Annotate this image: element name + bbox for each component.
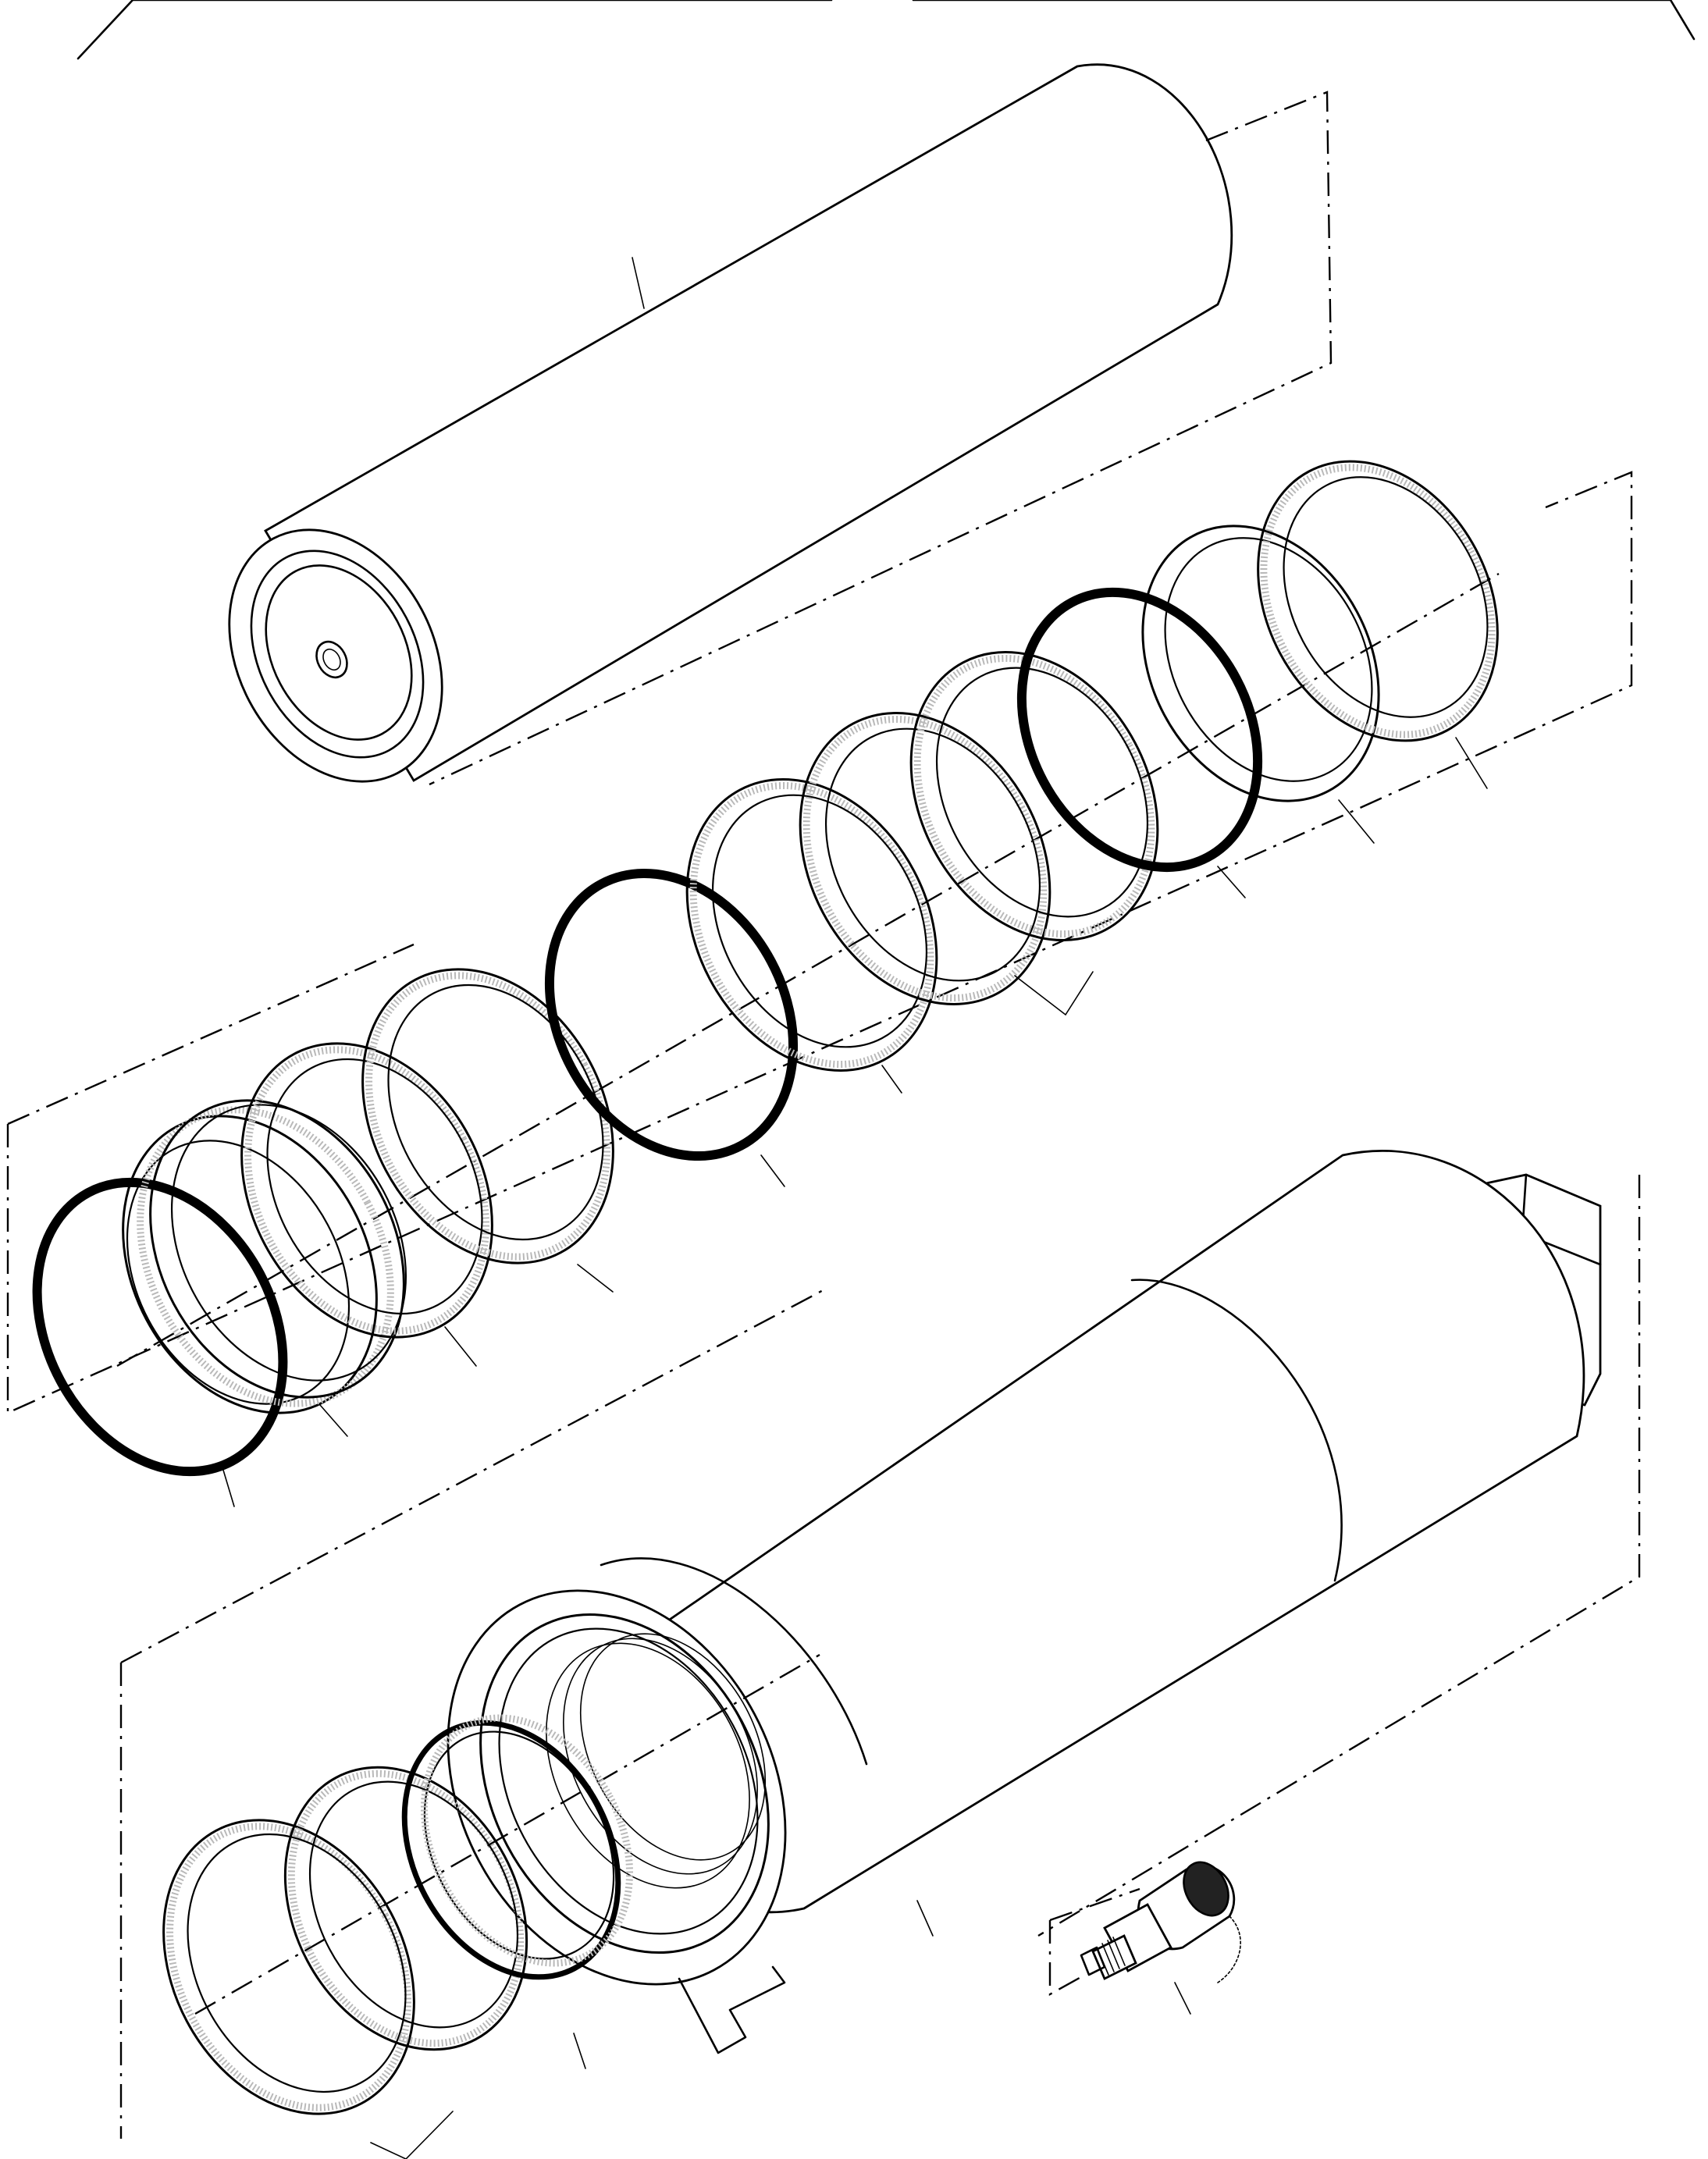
- rod-ring-2: [283, 1766, 528, 2051]
- leader-9: [1217, 866, 1246, 898]
- leader-4: [577, 1264, 614, 1293]
- leader-barrel: [916, 1900, 934, 1937]
- piston-rod: [228, 63, 1333, 786]
- leader-2: [319, 1404, 348, 1437]
- rod-seal-stack: [162, 1714, 634, 2159]
- piston-seal-3: [909, 651, 1159, 1016]
- rod-leader-line: [632, 257, 645, 309]
- piston-seal-2: [799, 712, 1051, 1005]
- wiper-ring: [240, 1042, 493, 1367]
- test-fitting: [1048, 1861, 1241, 2015]
- leader-3: [444, 1326, 477, 1367]
- leader-11: [1455, 737, 1488, 789]
- leader-6: [881, 1065, 902, 1094]
- o-ring-1: [32, 1177, 288, 1477]
- leader-10: [1338, 799, 1375, 844]
- leader-5: [760, 1154, 785, 1187]
- guide-ring-1: [1141, 525, 1380, 844]
- leader-rod-rings: [370, 2111, 454, 2159]
- seal-kit-boundary: [6, 471, 1633, 1414]
- gland-ring: [122, 1099, 407, 1437]
- leader-fitting: [1174, 1982, 1191, 2015]
- leader-rod-ring-3: [573, 2033, 586, 2069]
- o-ring-2: [544, 868, 799, 1161]
- rod-ring-1: [162, 1819, 415, 2115]
- top-bracket: [77, 0, 1696, 60]
- leader-7-8: [1014, 971, 1094, 1016]
- bottom-axis: [194, 1653, 820, 2015]
- piston-seal-1: [685, 778, 938, 1094]
- seal-axis: [116, 572, 1500, 1368]
- leader-1: [222, 1467, 235, 1507]
- guide-ring-2: [1257, 460, 1499, 789]
- cylinder-barrel: [119, 1150, 1641, 2139]
- o-ring-3: [1016, 587, 1263, 873]
